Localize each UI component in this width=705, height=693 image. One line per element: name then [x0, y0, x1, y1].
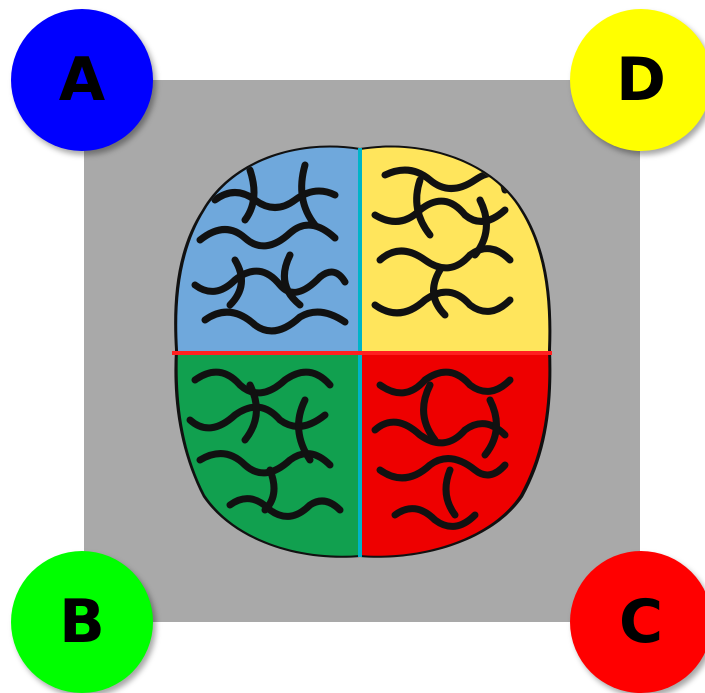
quadrant-label-d: D [616, 45, 666, 115]
quadrant-label-c: C [619, 587, 663, 657]
quadrant-badge-c: C [570, 551, 705, 693]
quadrant-badge-a: A [11, 9, 153, 151]
quadrant-badge-b: B [11, 551, 153, 693]
quadrant-label-a: A [59, 45, 105, 115]
quadrant-badge-d: D [570, 9, 705, 151]
quadrant-label-b: B [59, 587, 105, 657]
